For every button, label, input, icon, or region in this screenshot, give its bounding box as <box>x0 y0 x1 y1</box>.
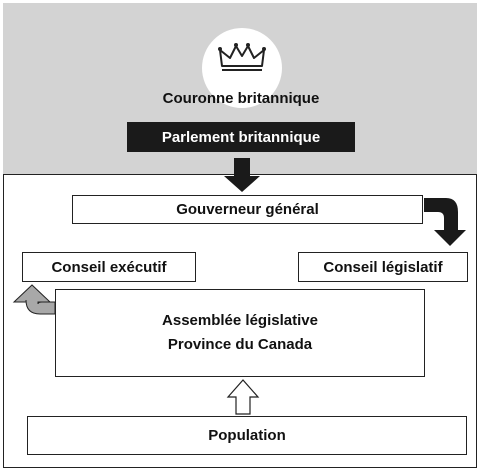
executive-council-box: Conseil exécutif <box>22 252 196 282</box>
population-to-assembly-arrow <box>226 379 260 415</box>
legislative-assembly-box: Assemblée législative Province du Canada <box>55 289 425 377</box>
legislative-council-box: Conseil législatif <box>298 252 468 282</box>
population-box: Population <box>27 416 467 455</box>
crown-icon <box>218 43 266 71</box>
parliament-label: Parlement britannique <box>161 128 321 146</box>
governor-to-legislative-council-arrow <box>424 198 466 246</box>
parliament-box: Parlement britannique <box>127 122 355 152</box>
crown-label: Couronne britannique <box>162 90 320 107</box>
crown-emblem <box>202 28 282 108</box>
governor-general-box: Gouverneur général <box>72 195 423 224</box>
legislative-council-label: Conseil législatif <box>323 258 443 276</box>
executive-council-label: Conseil exécutif <box>51 258 167 276</box>
governor-general-label: Gouverneur général <box>176 201 319 218</box>
population-label: Population <box>208 427 286 444</box>
assembly-to-executive-council-arrow <box>12 284 56 315</box>
assembly-title: Assemblée législative <box>162 312 318 329</box>
parliament-to-governor-arrow <box>224 158 260 192</box>
assembly-subtitle: Province du Canada <box>167 336 313 353</box>
